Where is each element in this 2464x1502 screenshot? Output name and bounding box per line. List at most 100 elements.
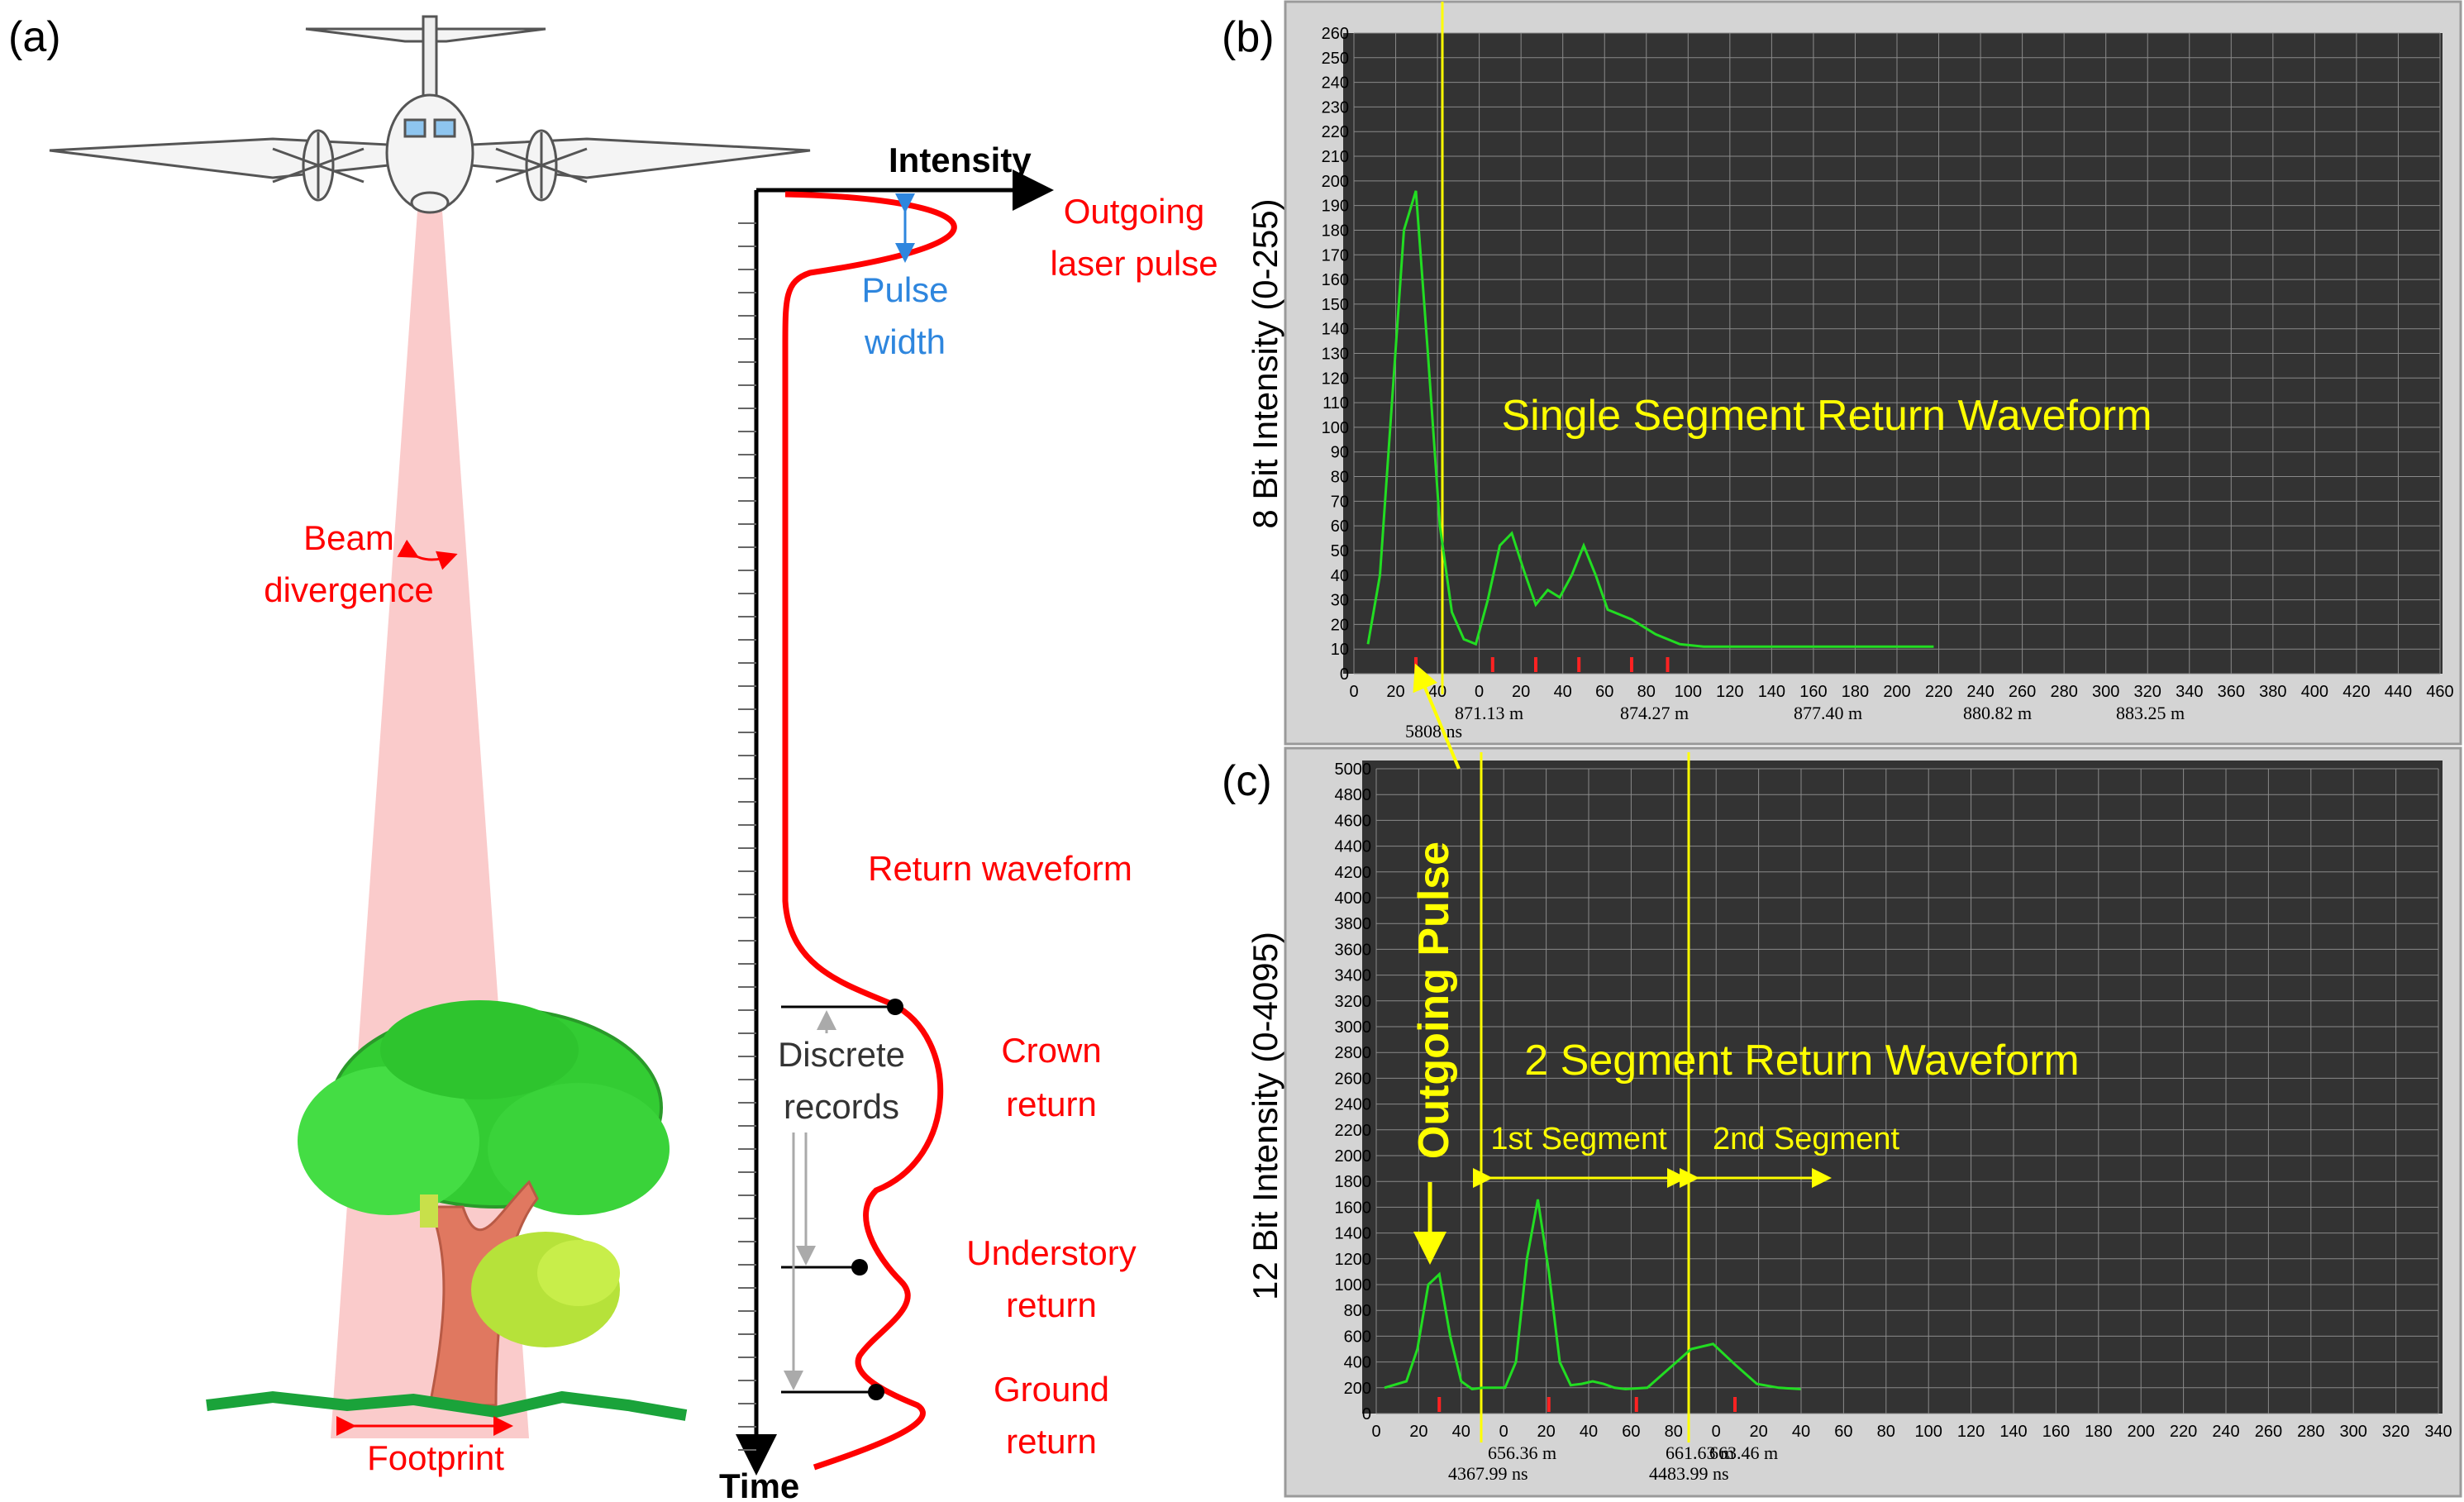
y-tick-label: 220 bbox=[1322, 123, 1349, 141]
outgoing-pulse-link-arrow bbox=[1413, 663, 1461, 770]
x-tick-label: 0 bbox=[1712, 1423, 1721, 1441]
y-tick-label: 3000 bbox=[1335, 1018, 1372, 1037]
y-tick-label: 190 bbox=[1322, 198, 1349, 216]
panel-c-time-labels: 4367.99 ns 4483.99 ns bbox=[1448, 1463, 1729, 1484]
x-tick-label: 320 bbox=[2382, 1423, 2409, 1441]
x-tick-label: 420 bbox=[2342, 683, 2370, 701]
understory-return-line2: return bbox=[1006, 1285, 1097, 1324]
pulse-width-line2: width bbox=[864, 322, 946, 361]
outgoing-pulse-line1: Outgoing bbox=[1064, 192, 1204, 231]
y-tick-label: 1200 bbox=[1335, 1251, 1372, 1269]
panel-b-y-ticks: 0102030405060708090100110120130140150160… bbox=[1322, 25, 1349, 684]
panel-c-grid bbox=[1375, 768, 2439, 1414]
panel-b-label: (b) bbox=[1222, 13, 1275, 61]
distance-label: 663.46 m bbox=[1709, 1442, 1778, 1463]
panel-c: (c) 020040060080010001200140016001800200… bbox=[1222, 663, 2462, 1498]
x-tick-label: 20 bbox=[1512, 683, 1530, 701]
footprint-label: Footprint bbox=[367, 1438, 504, 1477]
x-tick-label: 320 bbox=[2134, 683, 2161, 701]
y-tick-label: 20 bbox=[1331, 616, 1349, 634]
outgoing-pulse-line2: laser pulse bbox=[1050, 244, 1218, 283]
x-tick-label: 20 bbox=[1749, 1423, 1767, 1441]
y-tick-label: 140 bbox=[1322, 321, 1349, 339]
x-tick-label: 200 bbox=[1883, 683, 1910, 701]
panel-b-time-label: 5808 ns bbox=[1405, 721, 1462, 741]
y-tick-label: 3400 bbox=[1335, 967, 1372, 985]
x-tick-label: 60 bbox=[1834, 1423, 1852, 1441]
panel-a: (a) Beam divergence bbox=[8, 13, 1218, 1502]
time-label: 4367.99 ns bbox=[1448, 1463, 1528, 1484]
distance-label: 883.25 m bbox=[2116, 703, 2185, 723]
y-tick-label: 90 bbox=[1331, 444, 1349, 462]
x-tick-label: 0 bbox=[1499, 1423, 1508, 1441]
y-tick-label: 4000 bbox=[1335, 889, 1372, 908]
y-tick-label: 2800 bbox=[1335, 1044, 1372, 1062]
y-tick-label: 40 bbox=[1331, 567, 1349, 585]
tree-icon bbox=[298, 1000, 670, 1407]
y-tick-label: 1400 bbox=[1335, 1225, 1372, 1243]
x-tick-label: 60 bbox=[1595, 683, 1613, 701]
distance-label: 661.63 m bbox=[1666, 1442, 1734, 1463]
x-tick-label: 360 bbox=[2218, 683, 2245, 701]
outgoing-pulse-label: Outgoing Pulse bbox=[1410, 842, 1458, 1159]
y-tick-label: 210 bbox=[1322, 148, 1349, 166]
y-tick-label: 2400 bbox=[1335, 1096, 1372, 1114]
panel-b-waveform bbox=[1366, 190, 1934, 648]
x-tick-label: 80 bbox=[1665, 1423, 1683, 1441]
y-tick-label: 160 bbox=[1322, 271, 1349, 289]
x-tick-label: 160 bbox=[2042, 1423, 2070, 1441]
x-tick-label: 240 bbox=[2212, 1423, 2239, 1441]
x-tick-label: 0 bbox=[1371, 1423, 1380, 1441]
panel-c-waveform-title: 2 Segment Return Waveform bbox=[1524, 1037, 2079, 1085]
distance-label: 871.13 m bbox=[1455, 703, 1523, 723]
x-tick-label: 140 bbox=[1758, 683, 1785, 701]
y-tick-label: 10 bbox=[1331, 641, 1349, 659]
panel-b: (b) 010203040506070809010011012013014015… bbox=[1222, 0, 2462, 746]
y-tick-label: 130 bbox=[1322, 346, 1349, 364]
panel-b-waveform-title: Single Segment Return Waveform bbox=[1501, 392, 2152, 440]
x-tick-label: 220 bbox=[1925, 683, 1952, 701]
distance-label: 656.36 m bbox=[1488, 1442, 1556, 1463]
y-tick-label: 80 bbox=[1331, 469, 1349, 487]
y-tick-label: 3200 bbox=[1335, 993, 1372, 1011]
y-tick-label: 170 bbox=[1322, 246, 1349, 265]
y-tick-label: 2600 bbox=[1335, 1070, 1372, 1088]
x-tick-label: 180 bbox=[2085, 1423, 2112, 1441]
airplane-icon bbox=[49, 15, 811, 214]
time-axis-ticks bbox=[738, 222, 756, 1451]
ground-return-line2: return bbox=[1006, 1422, 1097, 1461]
y-tick-label: 0 bbox=[1340, 665, 1349, 684]
x-tick-label: 40 bbox=[1792, 1423, 1810, 1441]
y-tick-label: 260 bbox=[1322, 25, 1349, 43]
x-tick-label: 460 bbox=[2426, 683, 2453, 701]
x-tick-label: 380 bbox=[2259, 683, 2286, 701]
x-tick-label: 0 bbox=[1349, 683, 1358, 701]
pulse-width-line1: Pulse bbox=[861, 270, 948, 309]
x-tick-label: 220 bbox=[2170, 1423, 2197, 1441]
x-tick-label: 400 bbox=[2301, 683, 2328, 701]
beam-divergence-line2: divergence bbox=[264, 570, 433, 609]
y-tick-label: 4200 bbox=[1335, 864, 1372, 882]
waveform-curve bbox=[782, 191, 957, 1471]
panel-c-label: (c) bbox=[1222, 757, 1272, 805]
crown-return-line2: return bbox=[1006, 1085, 1097, 1123]
x-tick-label: 140 bbox=[1999, 1423, 2027, 1441]
y-tick-label: 200 bbox=[1322, 173, 1349, 191]
y-tick-label: 150 bbox=[1322, 296, 1349, 314]
x-tick-label: 340 bbox=[2176, 683, 2203, 701]
understory-return-line1: Understory bbox=[966, 1233, 1136, 1272]
x-tick-label: 120 bbox=[1957, 1423, 1985, 1441]
y-tick-label: 4400 bbox=[1335, 838, 1372, 856]
y-tick-label: 60 bbox=[1331, 517, 1349, 536]
x-tick-label: 240 bbox=[1966, 683, 1994, 701]
time-axis-label: Time bbox=[719, 1466, 799, 1502]
x-tick-label: 20 bbox=[1537, 1423, 1555, 1441]
x-tick-label: 20 bbox=[1386, 683, 1404, 701]
y-tick-label: 250 bbox=[1322, 50, 1349, 68]
distance-label: 880.82 m bbox=[1963, 703, 2032, 723]
ground-return-line1: Ground bbox=[994, 1370, 1109, 1409]
y-tick-label: 50 bbox=[1331, 542, 1349, 560]
time-label: 4483.99 ns bbox=[1649, 1463, 1729, 1484]
x-tick-label: 260 bbox=[2255, 1423, 2282, 1441]
